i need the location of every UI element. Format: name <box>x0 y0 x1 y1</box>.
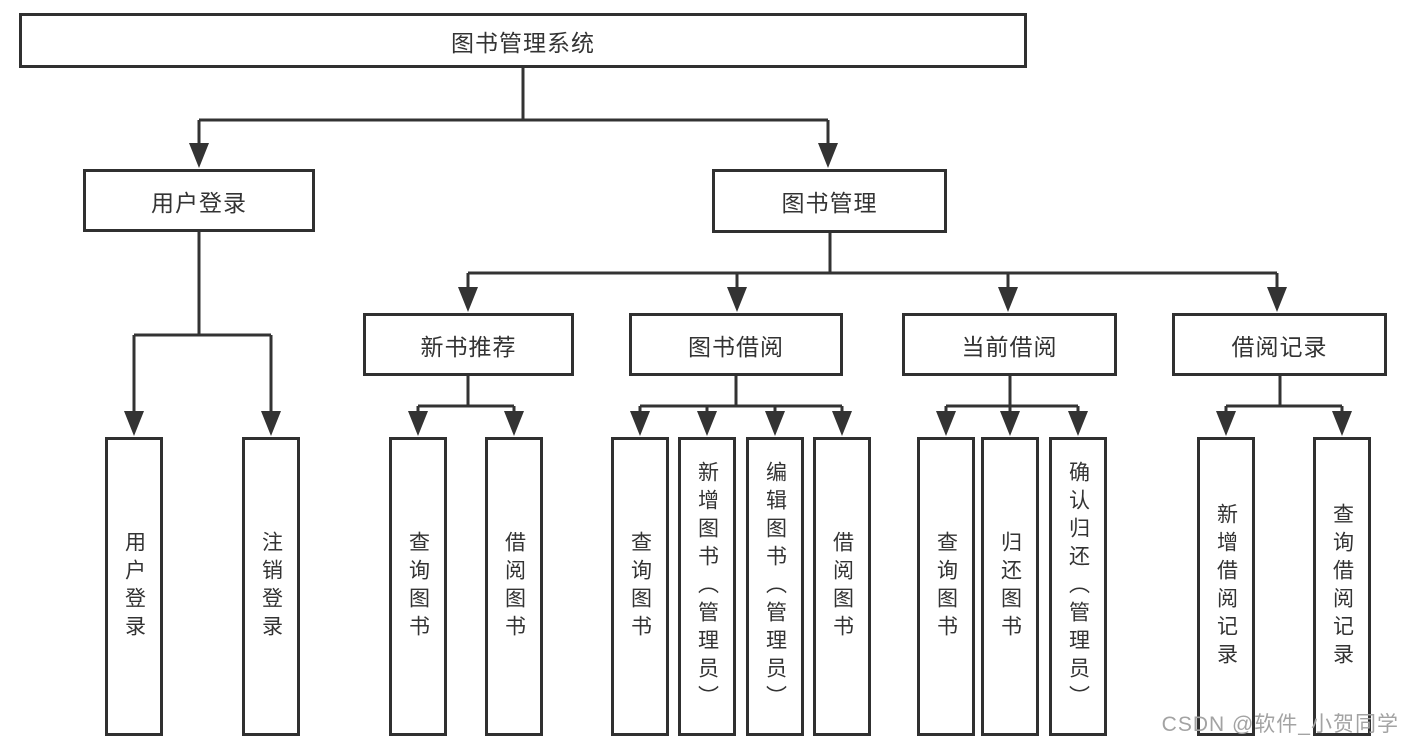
leaf-add-borrow-record: 新增借阅记录 <box>1197 437 1255 736</box>
csdn-watermark: CSDN @软件_小贺同学 <box>1161 713 1399 736</box>
node-label: 图书管理系统 <box>451 29 595 56</box>
node-label: 当前借阅 <box>961 333 1058 360</box>
leaf-confirm-return-admin: 确认归还（管理员） <box>1049 437 1107 736</box>
leaf-query-book-1: 查询图书 <box>389 437 447 736</box>
leaf-label: 查询图书 <box>628 530 652 643</box>
leaf-label: 查询图书 <box>934 530 958 643</box>
leaf-query-book-2: 查询图书 <box>611 437 669 736</box>
leaf-label: 借阅图书 <box>502 530 526 643</box>
node-borrow-record: 借阅记录 <box>1172 313 1387 376</box>
node-label: 借阅记录 <box>1231 333 1328 360</box>
leaf-borrow-book-1: 借阅图书 <box>485 437 543 736</box>
leaf-label: 编辑图书（管理员） <box>763 460 787 713</box>
node-book-management: 图书管理 <box>712 169 947 233</box>
leaf-query-book-3: 查询图书 <box>917 437 975 736</box>
leaf-label: 新增图书（管理员） <box>695 460 719 713</box>
node-current-borrow: 当前借阅 <box>902 313 1117 376</box>
node-user-login: 用户登录 <box>83 169 315 232</box>
leaf-add-book-admin: 新增图书（管理员） <box>678 437 736 736</box>
leaf-label: 用户登录 <box>122 530 146 643</box>
leaf-user-login: 用户登录 <box>105 437 163 736</box>
leaf-label: 查询图书 <box>406 530 430 643</box>
node-label: 图书管理 <box>781 190 878 216</box>
leaf-query-borrow-record: 查询借阅记录 <box>1313 437 1371 736</box>
leaf-logout: 注销登录 <box>242 437 300 736</box>
leaf-label: 查询借阅记录 <box>1330 502 1354 671</box>
leaf-edit-book-admin: 编辑图书（管理员） <box>746 437 804 736</box>
node-new-book-recommend: 新书推荐 <box>363 313 574 376</box>
node-label: 用户登录 <box>151 189 247 216</box>
leaf-label: 借阅图书 <box>830 530 854 643</box>
leaf-label: 注销登录 <box>259 530 283 643</box>
leaf-label: 归还图书 <box>998 530 1022 643</box>
node-book-borrow: 图书借阅 <box>629 313 843 376</box>
node-label: 新书推荐 <box>420 333 517 360</box>
node-label: 图书借阅 <box>688 333 784 360</box>
leaf-borrow-book-2: 借阅图书 <box>813 437 871 736</box>
leaf-label: 确认归还（管理员） <box>1066 460 1090 713</box>
node-library-system: 图书管理系统 <box>19 13 1027 68</box>
leaf-label: 新增借阅记录 <box>1214 502 1238 671</box>
leaf-return-book: 归还图书 <box>981 437 1039 736</box>
